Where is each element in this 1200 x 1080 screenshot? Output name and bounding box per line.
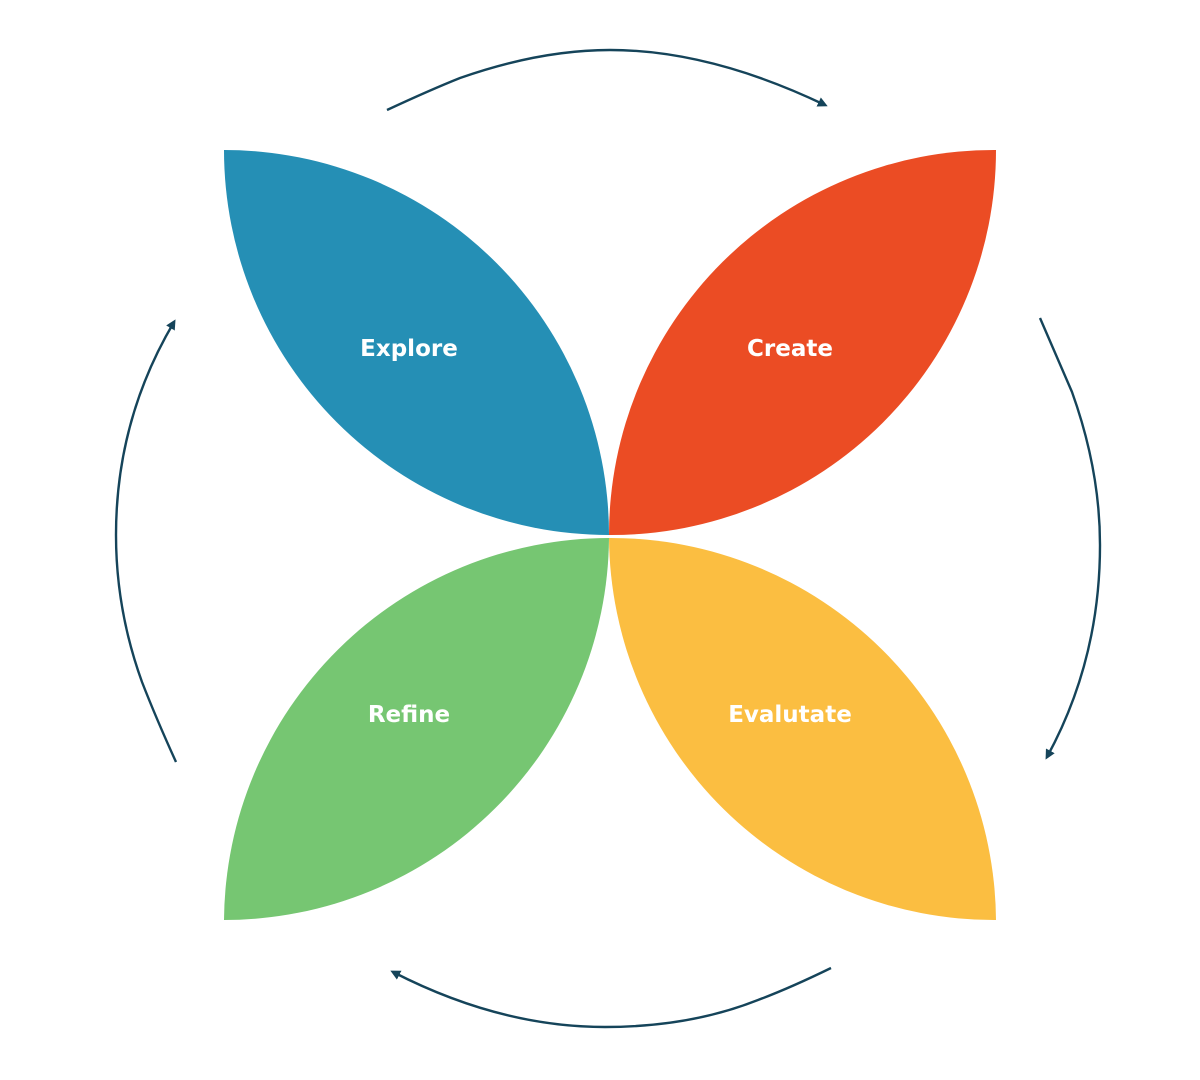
- label-create: Create: [747, 336, 833, 362]
- label-explore: Explore: [360, 336, 458, 362]
- petal-evaluate: [609, 537, 996, 921]
- arrow-top: [386, 48, 828, 112]
- arrow-right: [1038, 317, 1102, 760]
- label-refine: Refine: [368, 702, 450, 728]
- label-evaluate: Evalutate: [728, 702, 852, 728]
- arrow-bottom: [390, 966, 832, 1029]
- arrow-left: [114, 319, 178, 763]
- petal-refine: [224, 538, 609, 920]
- petal-create: [609, 149, 996, 536]
- petal-explore: [224, 150, 609, 535]
